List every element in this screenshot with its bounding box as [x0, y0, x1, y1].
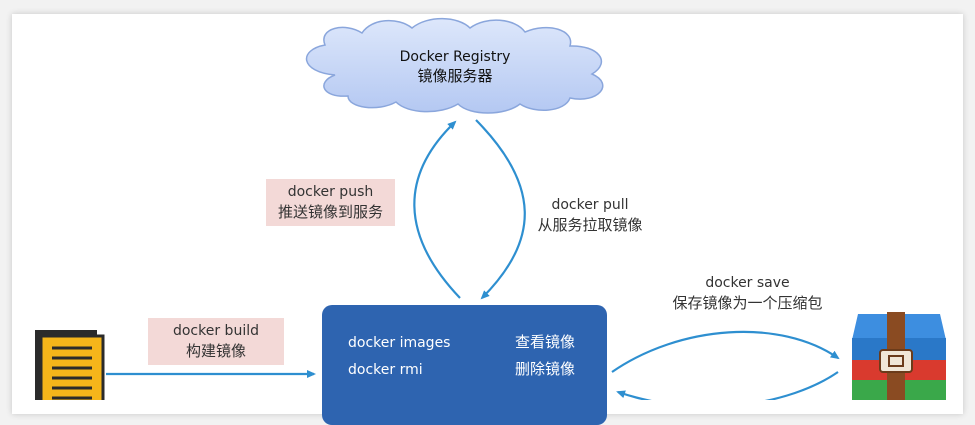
rmi-description: 删除镜像 [515, 360, 576, 378]
registry-title: Docker Registry [399, 49, 511, 65]
push-command: docker push [287, 184, 374, 200]
push-arrow [413, 120, 461, 299]
pull-description: 从服务拉取镜像 [537, 216, 643, 234]
load-arrow [616, 371, 839, 400]
build-command: docker build [172, 323, 259, 339]
save-command: docker save [705, 275, 790, 291]
diagram-graphics [35, 17, 946, 400]
dockerfile-document-icon [35, 330, 105, 400]
registry-label: Docker Registry 镜像服务器 [330, 48, 580, 86]
archive-package-icon [852, 312, 946, 400]
save-arrow [611, 330, 840, 373]
push-label: docker push 推送镜像到服务 [266, 179, 395, 226]
pull-label: docker pull 从服务拉取镜像 [530, 195, 650, 235]
pull-command: docker pull [551, 197, 629, 213]
save-label: docker save 保存镜像为一个压缩包 [660, 273, 835, 313]
rmi-command: docker rmi [348, 362, 423, 378]
images-command: docker images [348, 335, 451, 351]
registry-cloud-icon [306, 17, 604, 114]
pull-arrow [475, 119, 526, 300]
build-label: docker build 构建镜像 [148, 318, 284, 365]
diagram: Docker Registry 镜像服务器 docker push 推送镜像到服… [12, 14, 963, 425]
local-docker-box: docker images 查看镜像 docker rmi 删除镜像 [322, 305, 607, 425]
registry-subtitle: 镜像服务器 [417, 67, 493, 85]
images-description: 查看镜像 [515, 333, 576, 351]
build-description: 构建镜像 [185, 342, 246, 360]
push-description: 推送镜像到服务 [277, 203, 383, 221]
save-description: 保存镜像为一个压缩包 [672, 294, 823, 312]
